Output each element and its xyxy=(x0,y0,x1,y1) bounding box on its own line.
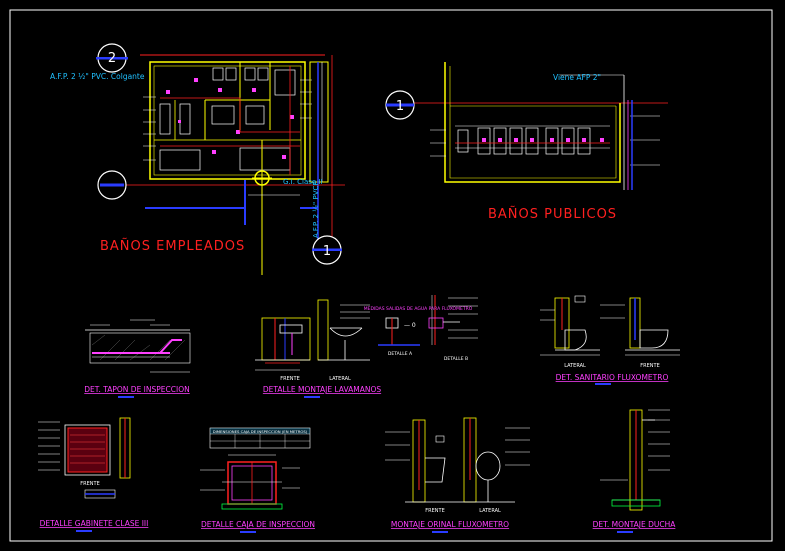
note-afp-vertical: A.F.P. 2 ½" PVCP xyxy=(312,181,320,238)
note-gi: G.I. Clase II xyxy=(283,178,323,186)
label-alzado-gab: FRENTE xyxy=(80,481,99,487)
label-frente-2: FRENTE xyxy=(640,363,659,369)
plan-public: 1 Viene AFP 2" BAÑOS PUBLICOS xyxy=(385,62,668,222)
callout-bottom: 1 xyxy=(312,235,342,265)
label-frente-1: FRENTE xyxy=(280,376,299,382)
label-lateral-3: LATERAL xyxy=(479,508,501,514)
label-lateral-2: LATERAL xyxy=(564,363,586,369)
callout-public: 1 xyxy=(385,90,415,120)
label-detalle-a-mark: — 0 xyxy=(404,322,416,329)
detail-ducha: DET. MONTAJE DUCHA xyxy=(593,409,677,533)
label-lateral-1: LATERAL xyxy=(329,376,351,382)
title-det-ducha: DET. MONTAJE DUCHA xyxy=(593,520,677,529)
plan-employees: 2 1 1 A.F.P. 2 ½" PVC. Colgante G.I. Cla… xyxy=(50,43,345,275)
label-frente-3: FRENTE xyxy=(425,508,444,514)
detail-orinal: FRENTE LATERAL MONTAJE ORINAL FLUXOMETRO xyxy=(385,417,530,533)
callout-top-label: 2 xyxy=(108,51,116,66)
title-det-sanitario: DET. SANITARIO FLUXOMETRO xyxy=(556,373,669,382)
note-afp-left: A.F.P. 2 ½" PVC. Colgante xyxy=(50,72,145,81)
title-det-tapon: DET. TAPON DE INSPECCION xyxy=(84,385,189,394)
title-banos-empleados: BAÑOS EMPLEADOS xyxy=(100,238,245,254)
detail-medidas: — 0 MEDIDAS SALIDAS DE AGUA PARA FLUXOME… xyxy=(364,295,478,362)
label-detalle-b: DETALLE B xyxy=(444,356,468,362)
detail-lavamanos: FRENTE LATERAL DETALLE MONTAJE LAVAMANOS xyxy=(255,299,381,398)
title-det-orinal: MONTAJE ORINAL FLUXOMETRO xyxy=(391,520,509,529)
title-det-lavamanos: DETALLE MONTAJE LAVAMANOS xyxy=(263,385,381,394)
callout-public-label: 1 xyxy=(396,99,404,114)
callout-left: 1 xyxy=(97,170,127,200)
detail-tapon: DET. TAPON DE INSPECCION xyxy=(84,319,191,398)
title-det-gabinete: DETALLE GABINETE CLASE III xyxy=(40,519,149,528)
title-banos-publicos: BAÑOS PUBLICOS xyxy=(488,206,617,222)
detail-caja: DIMENSIONES CAJA DE INSPECCION (EN METRO… xyxy=(200,427,315,533)
label-detalle-a: DETALLE A xyxy=(388,351,413,357)
detail-gabinete: FRENTE DETALLE GABINETE CLASE III xyxy=(38,417,149,532)
detail-sanitario: LATERAL FRENTE DET. SANITARIO FLUXOMETRO xyxy=(540,295,680,385)
caja-table-title: DIMENSIONES CAJA DE INSPECCION (EN METRO… xyxy=(213,429,308,434)
title-det-caja: DETALLE CAJA DE INSPECCION xyxy=(201,520,315,529)
callout-bottom-label: 1 xyxy=(323,244,331,259)
note-viene-afp: Viene AFP 2" xyxy=(553,73,601,82)
callout-top: 2 xyxy=(96,43,128,73)
sheet-border xyxy=(9,9,773,542)
label-medidas: MEDIDAS SALIDAS DE AGUA PARA FLUXOMETRO xyxy=(364,306,473,312)
